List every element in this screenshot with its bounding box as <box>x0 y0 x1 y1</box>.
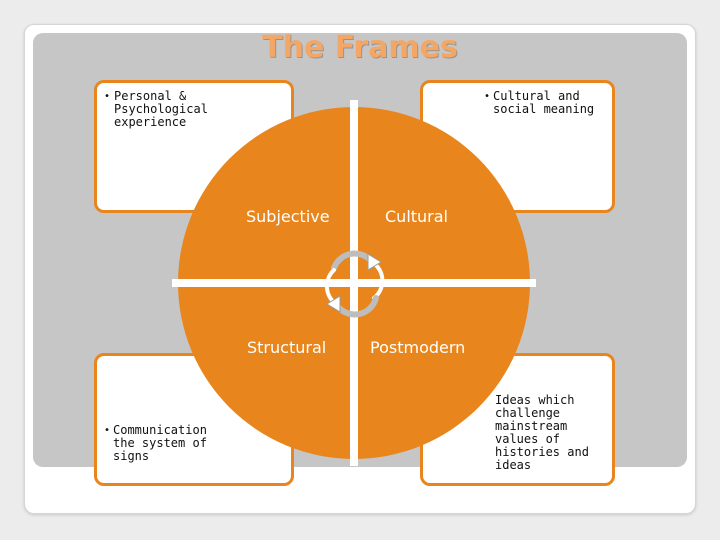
text-line: Personal & <box>114 89 187 103</box>
box-text-communication: Communication the system of signs <box>113 424 207 463</box>
text-line: Cultural and <box>493 89 580 103</box>
text-line: ideas <box>495 458 532 472</box>
quadrant-label-subjective: Subjective <box>246 207 330 226</box>
box-text-personal: Personal & Psychological experience <box>114 90 208 129</box>
box-text-ideas: Ideas which challenge mainstream values … <box>495 394 589 472</box>
text-line: Psychological <box>114 102 208 116</box>
slide-title: The Frames <box>262 30 458 65</box>
text-line: histories and <box>495 445 589 459</box>
bullet-marker: • <box>484 91 491 102</box>
text-line: social meaning <box>493 102 595 116</box>
quadrant-label-structural: Structural <box>247 338 327 357</box>
text-line: the system of <box>113 436 207 450</box>
text-line: challenge <box>495 406 561 420</box>
quadrant-label-postmodern: Postmodern <box>370 338 466 357</box>
bullet-marker: • <box>104 91 111 102</box>
cycle-arrows-icon <box>324 250 385 318</box>
text-line: signs <box>113 449 150 463</box>
horizontal-divider <box>172 279 536 287</box>
quadrant-label-cultural: Cultural <box>385 207 448 226</box>
text-line: Communication <box>113 423 207 437</box>
text-line: values of <box>495 432 561 446</box>
text-line: experience <box>114 115 187 129</box>
bullet-marker: • <box>104 425 111 436</box>
text-line: mainstream <box>495 419 568 433</box>
text-line: Ideas which <box>495 393 575 407</box>
box-text-cultural: Cultural and social meaning <box>493 90 594 116</box>
